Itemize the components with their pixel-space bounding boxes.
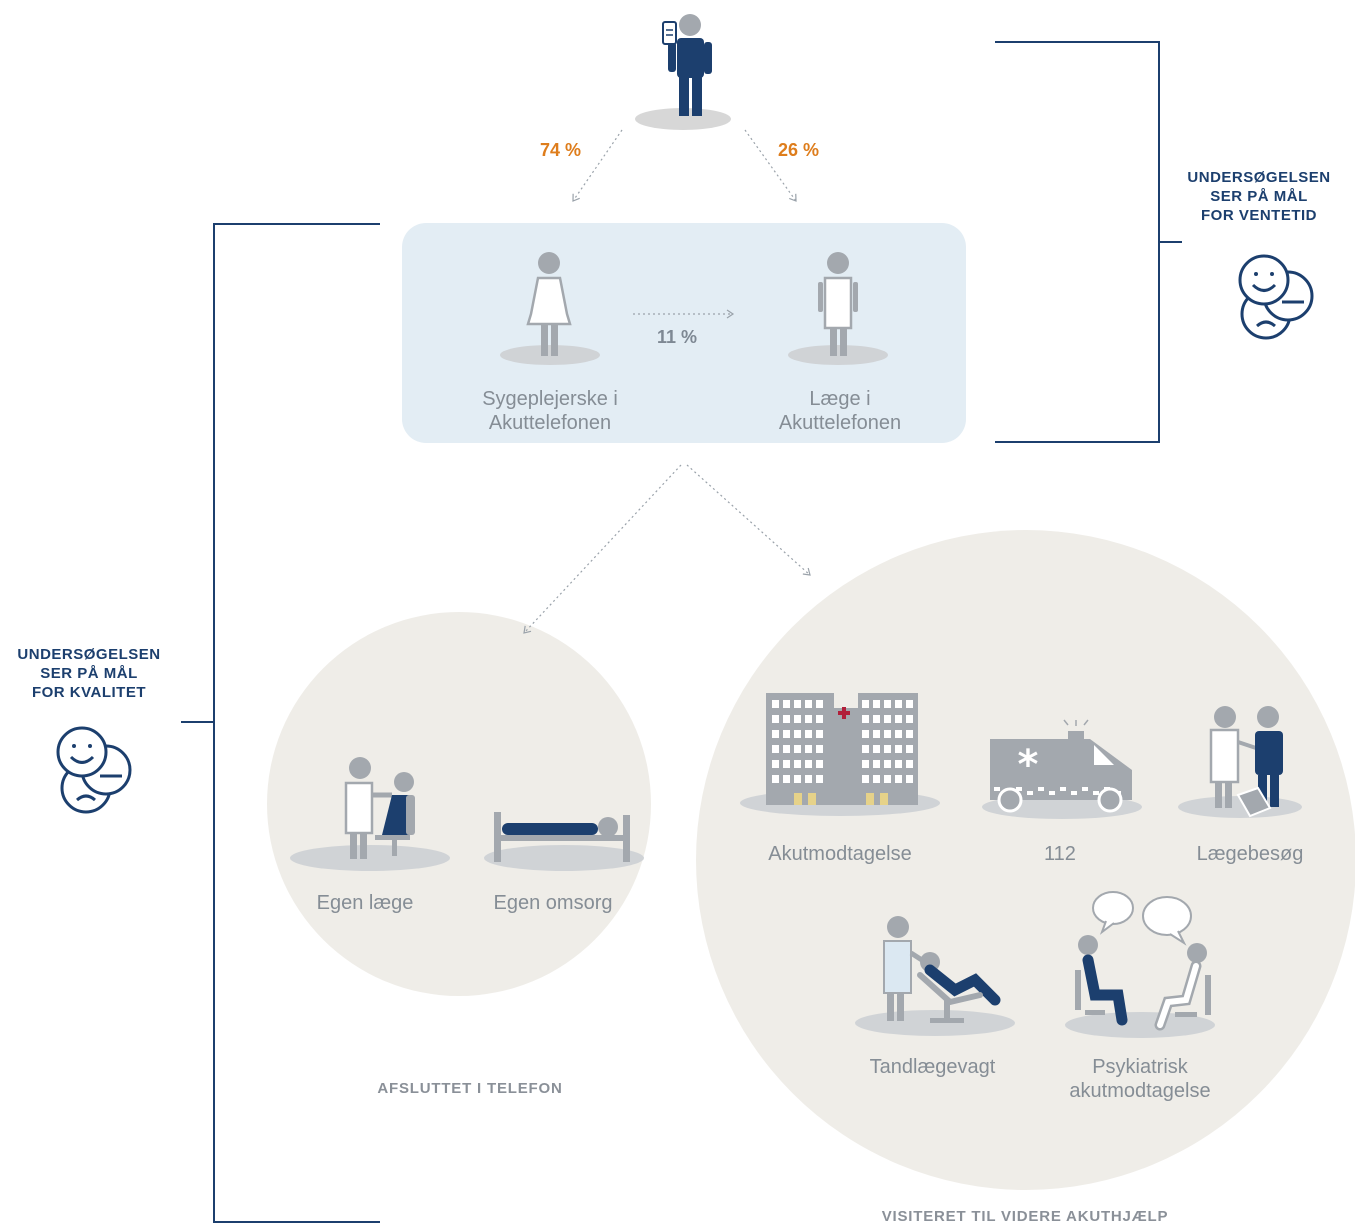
waiting-time-goal-heading: UNDERSØGELSEN SER PÅ MÅL FOR VENTETID	[1184, 168, 1334, 225]
dentist-label: Tandlægevagt	[869, 1056, 996, 1078]
quality-goal-line3: FOR KVALITET	[31, 684, 147, 701]
arrow-to-completed	[523, 464, 682, 634]
ambulance-icon: *	[982, 719, 1142, 819]
doctor-label: Læge i Akuttelefonen	[748, 387, 932, 435]
psychiatric-label: Psykiatrisk akutmodtagelse	[1040, 1055, 1240, 1103]
psychiatric-label-line2: akutmodtagelse	[1069, 1080, 1211, 1102]
psychiatric-icon	[1065, 891, 1215, 1038]
svg-text:*: *	[1018, 742, 1039, 788]
quality-goal-heading: UNDERSØGELSEN SER PÅ MÅL FOR KVALITET	[4, 645, 174, 702]
arrow-to-referred	[686, 464, 811, 576]
quality-bracket	[181, 223, 380, 1223]
waiting-goal-line3: FOR VENTETID	[1200, 207, 1317, 224]
home-visit-label: Lægebesøg	[1196, 843, 1304, 865]
quality-goal-line1: UNDERSØGELSEN	[17, 646, 161, 663]
caller-icon	[635, 14, 731, 130]
doctor-label-line1: Læge i	[809, 388, 871, 410]
quality-goal-line2: SER PÅ MÅL	[40, 665, 138, 682]
own-care-label: Egen omsorg	[493, 892, 613, 914]
waiting-goal-line2: SER PÅ MÅL	[1210, 188, 1308, 205]
arrow-to-nurse	[572, 129, 623, 202]
completed-by-phone-circle	[267, 612, 651, 996]
nurse-label-line2: Akuttelefonen	[488, 412, 612, 434]
doctor-percentage: 26 %	[778, 140, 820, 160]
own-doctor-label: Egen læge	[316, 892, 414, 914]
doctor-label-line2: Akuttelefonen	[778, 412, 902, 434]
nurse-label-line1: Sygeplejerske i	[482, 388, 618, 410]
psychiatric-label-line1: Psykiatrisk	[1092, 1056, 1188, 1078]
waiting-goal-line1: UNDERSØGELSEN	[1187, 169, 1331, 186]
satisfaction-faces-icon-quality	[56, 726, 132, 814]
waiting-time-bracket	[995, 41, 1182, 443]
nurse-icon	[500, 252, 600, 365]
transfer-percentage: 11 %	[657, 327, 698, 347]
referred-caption: VISITERET TIL VIDERE AKUTHJÆLP	[881, 1208, 1169, 1225]
home-visit-icon	[1178, 706, 1302, 818]
completed-by-phone-caption: AFSLUTTET I TELEFON	[377, 1080, 563, 1097]
bed-icon	[484, 812, 644, 871]
satisfaction-faces-icon	[1238, 254, 1314, 340]
nurse-label: Sygeplejerske i Akuttelefonen	[458, 387, 642, 435]
own-doctor-icon	[290, 757, 450, 871]
dentist-icon	[855, 916, 1015, 1036]
flow-arrows	[523, 129, 811, 634]
emergency-number-label: 112	[1044, 843, 1076, 865]
nurse-percentage: 74 %	[540, 140, 582, 160]
doctor-icon	[788, 252, 888, 365]
hospital-icon	[740, 693, 940, 816]
emergency-dept-label: Akutmodtagelse	[768, 843, 912, 865]
